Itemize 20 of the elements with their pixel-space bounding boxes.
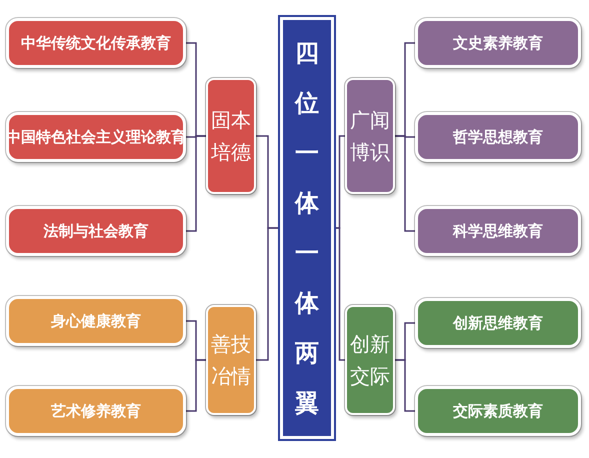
topic-box: 身心健康教育	[6, 296, 186, 346]
connector-line	[395, 359, 415, 412]
category-box: 创新交际	[345, 305, 395, 415]
topic-box: 创新思维教育	[415, 298, 581, 348]
category-box: 固本培德	[206, 78, 256, 194]
topic-box: 科学思维教育	[415, 206, 581, 256]
topic-box: 哲学思想教育	[415, 112, 581, 162]
title-banner: 四位一体一体两翼	[280, 17, 334, 439]
connector-line	[186, 359, 206, 412]
connector-line	[334, 227, 345, 361]
category-box: 广闻博识	[345, 78, 395, 194]
connector-line	[395, 135, 415, 232]
category-box: 善技冶情	[206, 305, 256, 415]
topic-box: 中华传统文化传承教育	[6, 18, 186, 68]
connector-line	[186, 135, 206, 232]
topic-box: 艺术修养教育	[6, 386, 186, 436]
topic-box: 法制与社会教育	[6, 206, 186, 256]
topic-box: 文史素养教育	[415, 18, 581, 68]
connector-line	[256, 227, 280, 361]
topic-box: 交际素质教育	[415, 386, 581, 436]
